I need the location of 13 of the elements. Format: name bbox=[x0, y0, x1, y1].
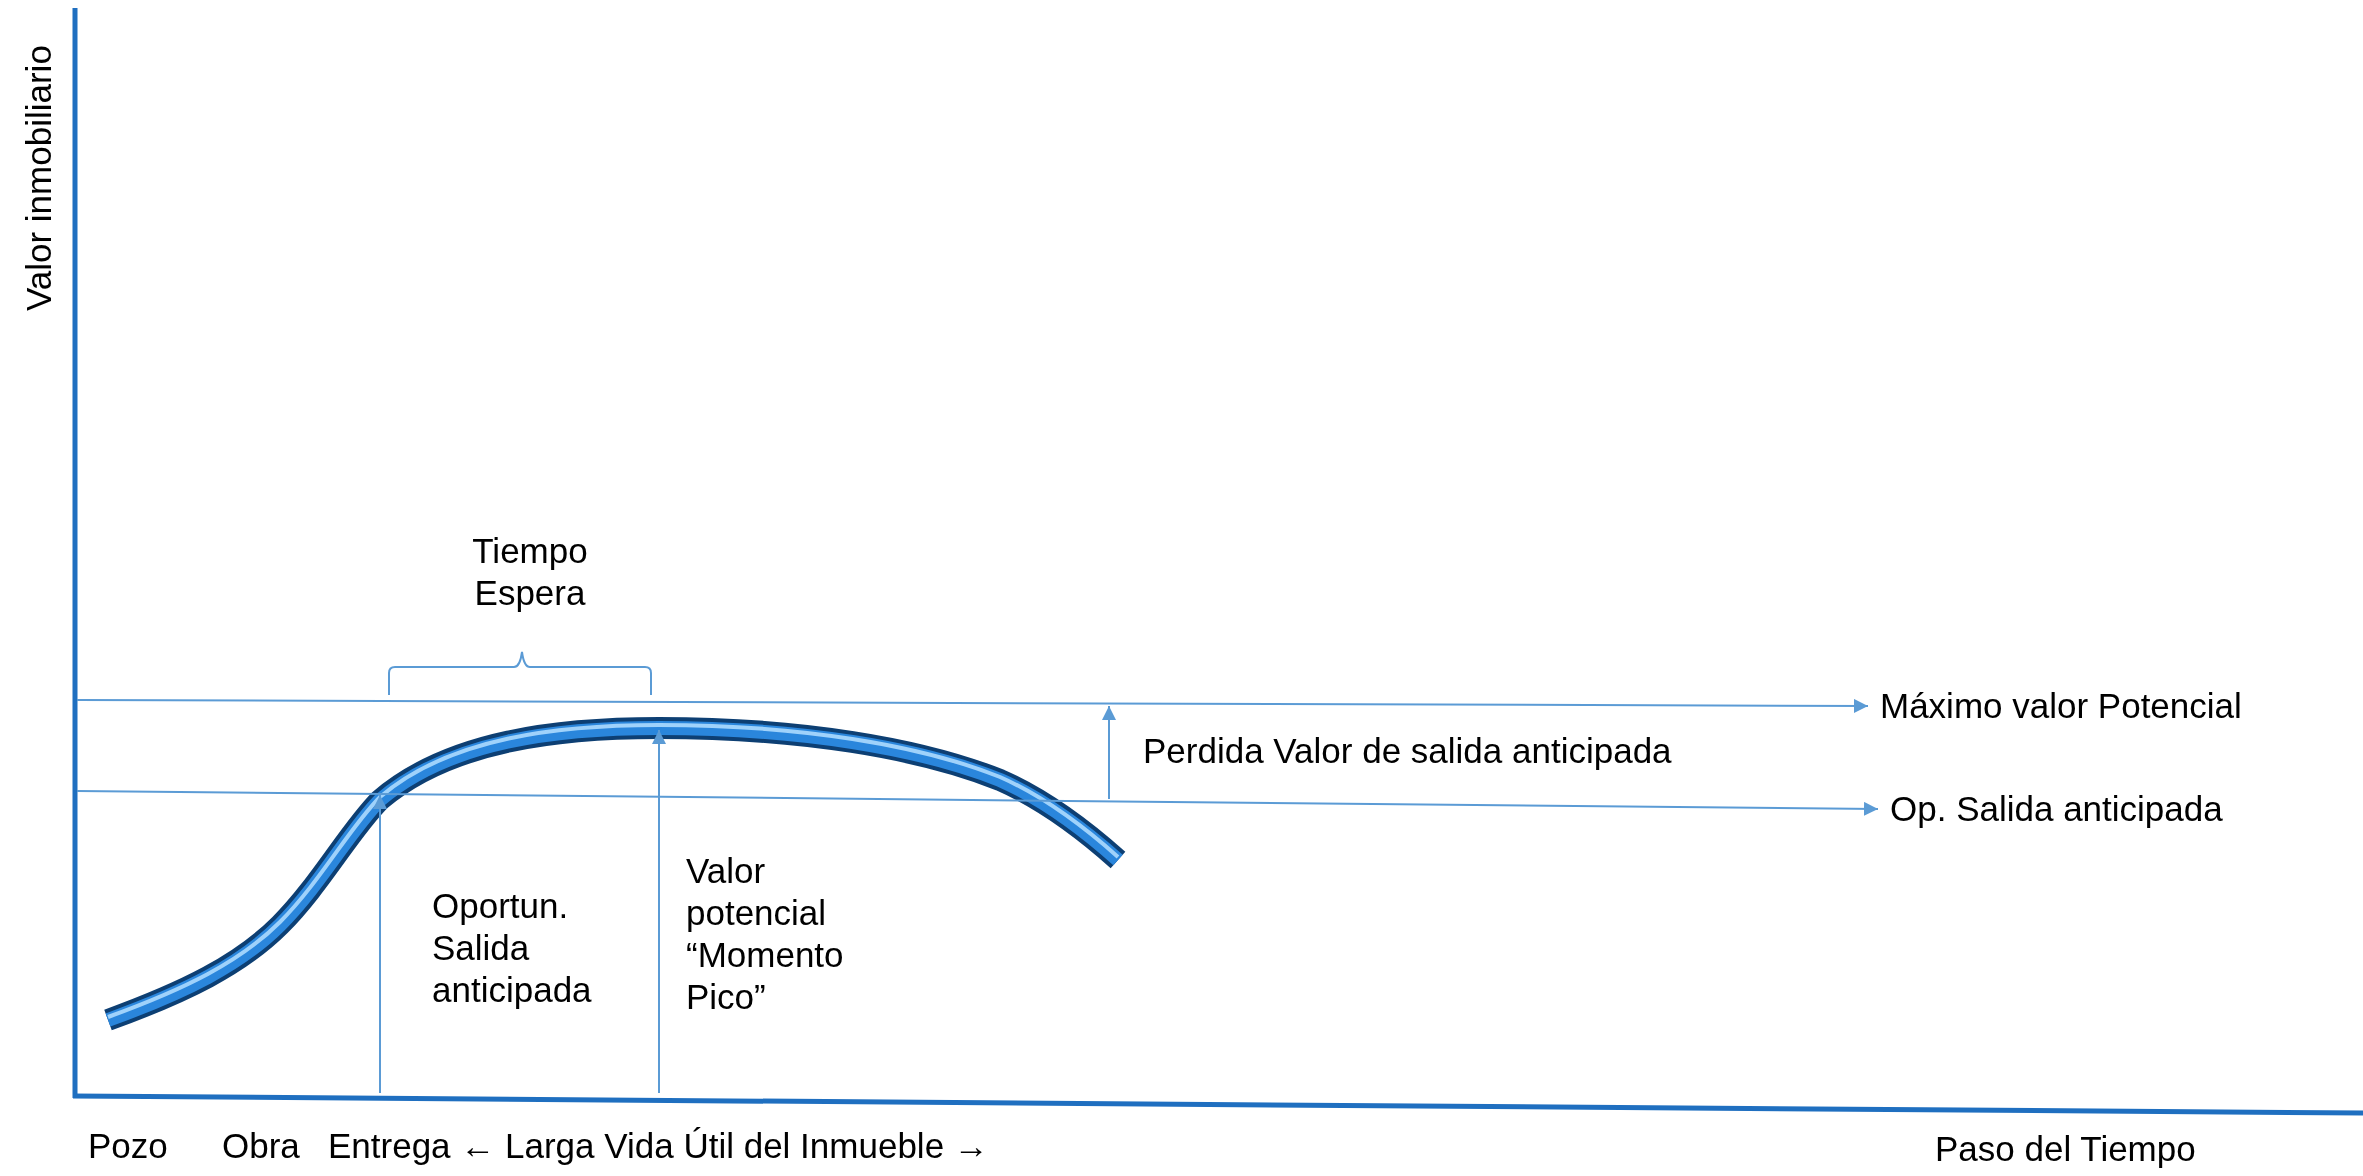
point-label: Valor potencial “Momento Pico” bbox=[686, 850, 845, 1018]
bracket-label: Tiempo Espera bbox=[471, 530, 589, 614]
axis-tick-label: Obra bbox=[222, 1125, 300, 1167]
point-label: Oportun. Salida anticipada bbox=[432, 885, 593, 1011]
arrow bbox=[76, 698, 1869, 713]
axis-tick-label: Pozo bbox=[88, 1125, 168, 1167]
line-label: Op. Salida anticipada bbox=[1890, 788, 2223, 830]
line-label: Máximo valor Potencial bbox=[1880, 685, 2242, 727]
axis-tick-label: Entrega ← Larga Vida Útil del Inmueble → bbox=[328, 1125, 989, 1167]
gap-label: Perdida Valor de salida anticipada bbox=[1143, 730, 1672, 772]
arrow bbox=[76, 790, 1879, 816]
axis-title: Paso del Tiempo bbox=[1935, 1128, 2196, 1170]
axis-title: Valor inmobiliario bbox=[18, 45, 59, 311]
